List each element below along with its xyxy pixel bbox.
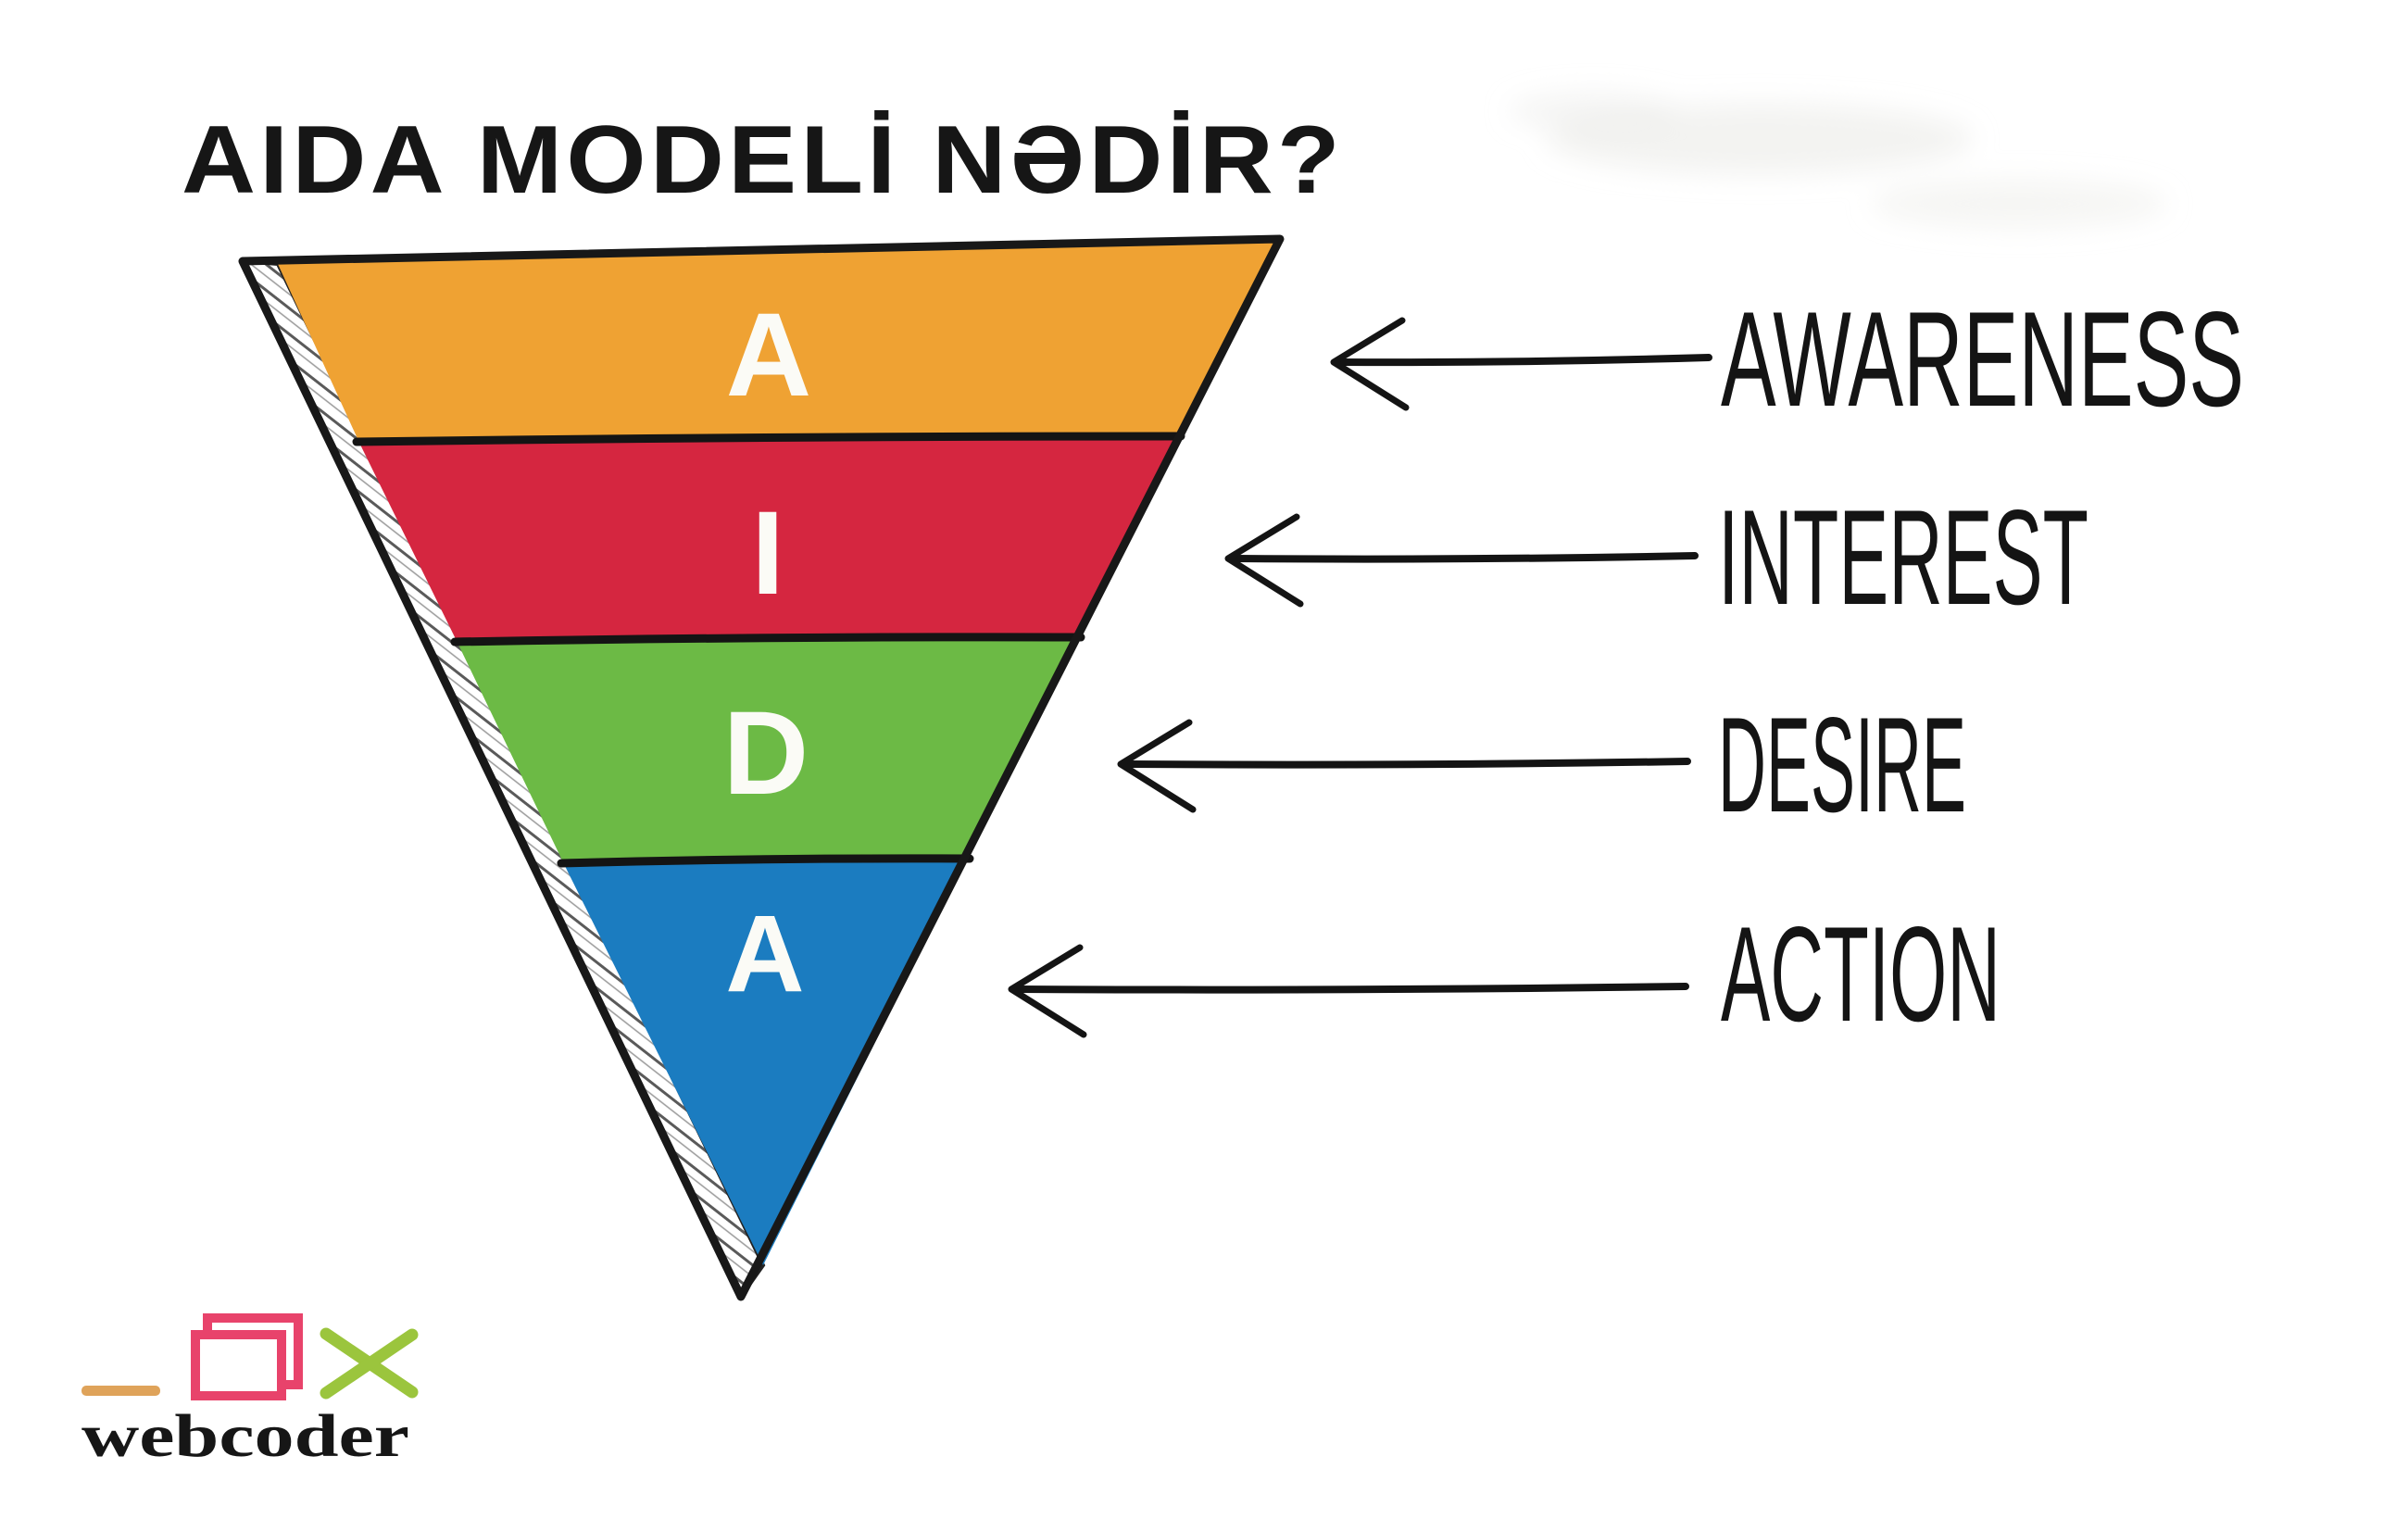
minimize-icon xyxy=(82,1386,160,1396)
stage-band-action xyxy=(564,860,967,1265)
label-action: ACTION xyxy=(1721,898,2000,1049)
background-smudges xyxy=(1510,93,2167,228)
stage-arrows xyxy=(1008,317,1712,1038)
logo-text: webcoder xyxy=(82,1402,409,1470)
funnel-pyramid: A I D A xyxy=(238,234,1285,1301)
stage-letter-d: D xyxy=(723,687,809,820)
stage-letter-i: I xyxy=(751,487,784,620)
stage-letter-a2: A xyxy=(725,893,804,1015)
stage-band-interest xyxy=(359,437,1178,643)
window-restore-icon xyxy=(191,1313,303,1400)
stage-band-awareness xyxy=(278,243,1276,443)
label-awareness: AWARENESS xyxy=(1721,283,2244,434)
webcoder-logo: webcoder xyxy=(82,1313,419,1470)
funnel-outline xyxy=(238,234,1285,1301)
page-title: AIDA MODELİ NƏDİR? xyxy=(182,107,1344,214)
stage-band-desire xyxy=(458,638,1078,864)
interest-arrow xyxy=(1224,513,1699,608)
awareness-arrow xyxy=(1330,317,1712,411)
label-interest: INTEREST xyxy=(1718,482,2088,633)
action-arrow xyxy=(1008,944,1689,1038)
desire-arrow xyxy=(1117,719,1691,813)
band-separators xyxy=(352,432,1185,868)
label-desire: DESIRE xyxy=(1718,689,1966,840)
stage-letter-a1: A xyxy=(726,289,811,421)
close-x-icon xyxy=(320,1327,419,1400)
